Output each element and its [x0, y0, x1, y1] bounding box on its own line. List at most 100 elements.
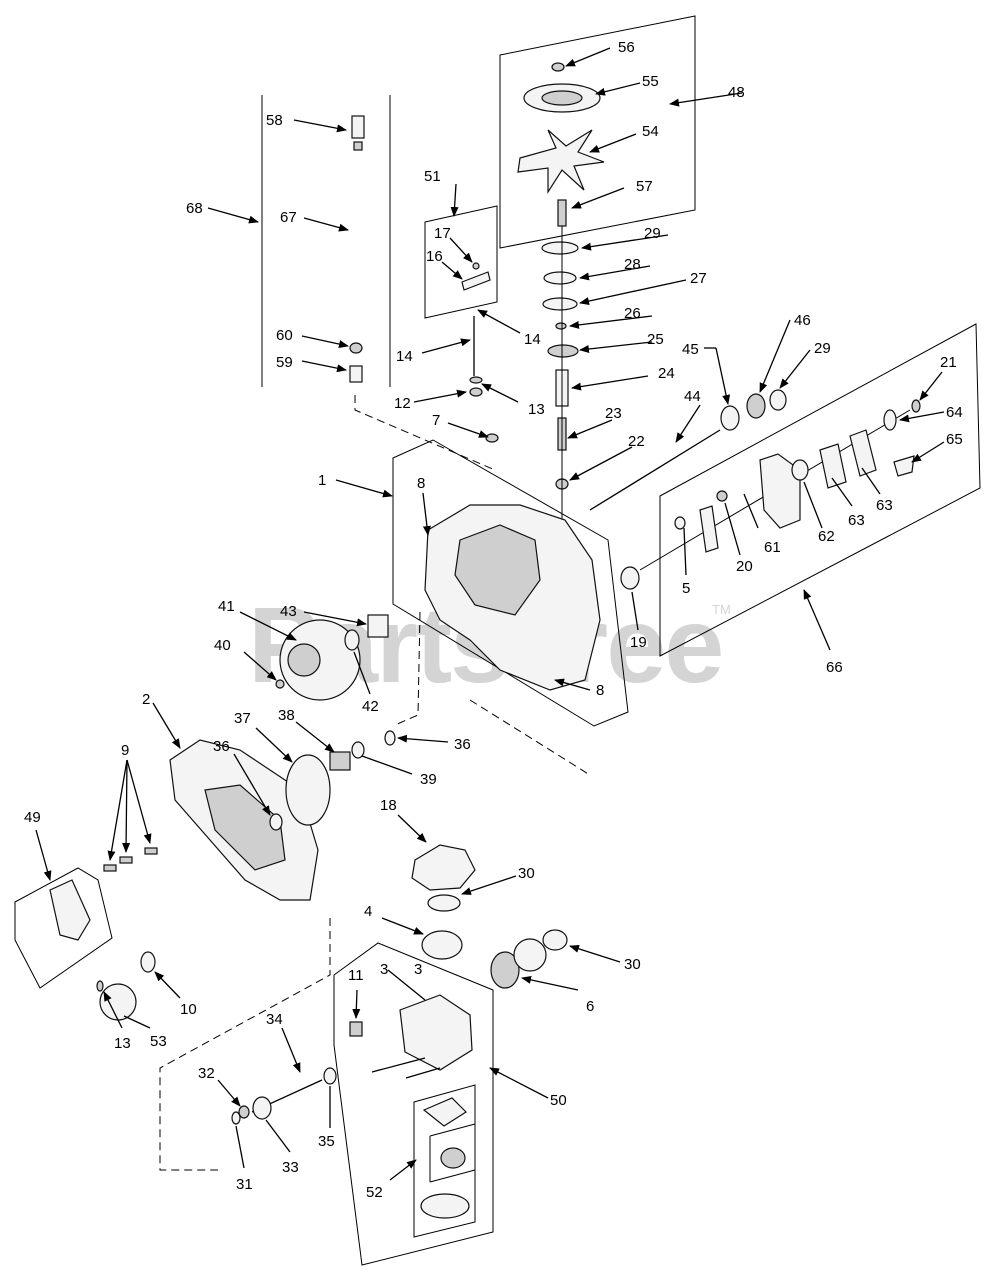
group-52-divider-1: [429, 1123, 476, 1137]
leader-39: [361, 755, 413, 775]
leader-32: [217, 1079, 241, 1107]
leader-22: [569, 446, 633, 481]
pin-17-shape: [472, 262, 480, 270]
label-63a: 63: [848, 512, 865, 529]
leader-38: [295, 721, 335, 753]
label-45: 45: [682, 341, 699, 358]
leader-55: [595, 82, 641, 96]
label-28: 28: [624, 256, 641, 273]
label-29b: 29: [814, 340, 831, 357]
case-2-detail: [204, 784, 286, 871]
valve-4-shape: [421, 930, 463, 960]
leader-64: [899, 411, 945, 423]
leader-16: [441, 261, 463, 280]
fan-54-shape: [517, 129, 605, 195]
washer-32-shape: [238, 1105, 250, 1119]
leader-59: [301, 360, 347, 373]
label-37: 37: [234, 710, 251, 727]
label-16: 16: [426, 248, 443, 265]
leader-1: [335, 479, 393, 498]
label-25: 25: [647, 331, 664, 348]
label-35: 35: [318, 1133, 335, 1150]
bolt-9b-shape: [119, 856, 133, 864]
leader-60: [301, 335, 349, 348]
leader-53: [123, 1015, 151, 1029]
valve-body-3-shape: [399, 994, 473, 1071]
label-64: 64: [946, 404, 963, 421]
leader-58: [293, 119, 347, 133]
leader-2: [152, 702, 181, 749]
leader-26: [569, 315, 653, 329]
gear-37-shape: [285, 754, 331, 826]
leader-48: [669, 92, 743, 107]
nut-11-shape: [349, 1021, 363, 1037]
leader-9a: [107, 759, 128, 861]
label-50: 50: [550, 1092, 567, 1109]
arm-63a-shape: [819, 443, 847, 489]
nut-56-shape: [551, 62, 565, 72]
sprocket-53-shape: [99, 983, 137, 1021]
cover-6-shape: [513, 938, 547, 972]
label-2: 2: [142, 691, 150, 708]
group-31-35-dashed-outline: [159, 918, 331, 1171]
clip-13-shape: [469, 376, 483, 384]
leader-29a: [581, 234, 669, 251]
washer-42-shape: [344, 629, 360, 651]
label-40: 40: [214, 637, 231, 654]
label-51: 51: [424, 168, 441, 185]
leader-45: [715, 347, 731, 405]
group-1-box: [392, 439, 629, 727]
label-61: 61: [764, 539, 781, 556]
nut-12-shape: [469, 387, 483, 397]
bolt-21-shape: [911, 399, 921, 413]
leader-9c: [126, 759, 152, 844]
leader-43: [303, 611, 367, 627]
label-59: 59: [276, 354, 293, 371]
washer-36b-shape: [384, 730, 396, 746]
bearing-6-shape: [490, 951, 520, 989]
label-3a: 3: [380, 961, 388, 978]
label-48: 48: [728, 84, 745, 101]
leader-17: [449, 237, 473, 263]
spring-65-shape: [893, 455, 915, 477]
leader-8a: [422, 492, 431, 536]
leader-20: [724, 502, 741, 556]
label-11: 11: [348, 967, 364, 984]
filter-52b-shape: [440, 1147, 466, 1169]
washer-5-shape: [674, 516, 686, 530]
label-6: 6: [586, 998, 594, 1015]
leader-30a: [461, 875, 517, 895]
leader-21: [919, 371, 943, 401]
dashed-connector-59: [354, 395, 496, 471]
label-10: 10: [180, 1001, 197, 1018]
label-30a: 30: [518, 865, 535, 882]
leader-34: [281, 1027, 301, 1073]
label-26: 26: [624, 305, 641, 322]
ring-26-shape: [555, 322, 567, 330]
washer-62-shape: [791, 459, 809, 481]
leader-61: [743, 493, 759, 529]
label-49: 49: [24, 809, 41, 826]
washer-10-shape: [140, 951, 156, 973]
bearing-45-shape: [720, 405, 740, 431]
label-1: 1: [318, 472, 326, 489]
label-53: 53: [150, 1033, 167, 1050]
label-5: 5: [682, 580, 690, 597]
gear-38-shape: [329, 751, 351, 771]
label-32: 32: [198, 1065, 215, 1082]
label-39: 39: [420, 771, 437, 788]
leader-63a: [831, 477, 853, 507]
leader-3: [387, 969, 426, 1001]
leader-33: [265, 1119, 291, 1153]
leader-62: [803, 481, 823, 529]
leader-7: [447, 422, 489, 438]
label-24: 24: [658, 365, 675, 382]
leader-10: [154, 971, 181, 999]
label-29a: 29: [644, 225, 661, 242]
housing-1-detail: [454, 524, 541, 616]
label-7: 7: [432, 412, 440, 429]
shaft-57-shape: [557, 199, 567, 227]
seal-46-shape: [746, 393, 766, 419]
bearing-39-shape: [351, 741, 365, 759]
